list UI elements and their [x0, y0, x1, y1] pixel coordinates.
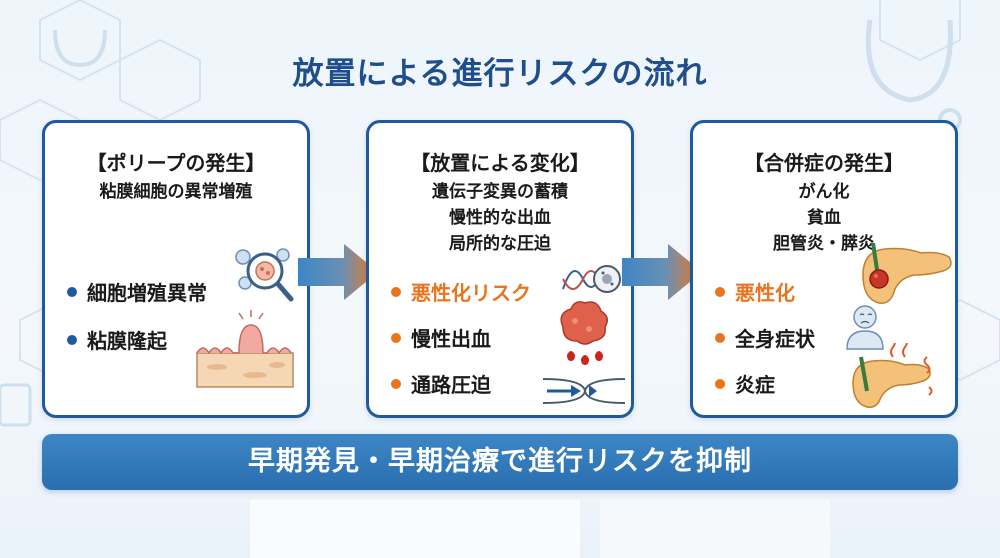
bleeding-tumor-icon	[560, 301, 608, 365]
dna-cell-icon	[562, 265, 621, 293]
bullet-item: 粘膜隆起	[67, 325, 167, 354]
card-title: 【合併症の発生】	[744, 151, 904, 175]
inflamed-pancreas-icon	[852, 343, 933, 409]
mucosa-bump-icon	[196, 310, 294, 388]
card-complications: 【合併症の発生】 がん化 貧血 胆管炎・膵炎 悪性化 全身症状 炎症	[690, 120, 958, 418]
bullet-label: 炎症	[735, 373, 775, 397]
subtitle-line: 局所的な圧迫	[449, 234, 551, 254]
card-subtitle: 遺伝子変異の蓄積 慢性的な出血 局所的な圧迫	[369, 179, 631, 257]
card-polyp-occurrence: 【ポリープの発生】 粘膜細胞の異常増殖 細胞増殖異常 粘膜隆起	[42, 120, 310, 418]
bullet-item: 細胞増殖異常	[67, 277, 207, 306]
bullet-dot	[67, 334, 77, 345]
bullet-item-highlight: 悪性化リスク	[391, 277, 531, 306]
card-title: 【ポリープの発生】	[86, 151, 266, 175]
bullet-item-highlight: 悪性化	[715, 277, 795, 306]
bullet-dot	[715, 378, 725, 389]
bullet-label: 慢性出血	[411, 327, 491, 351]
subtitle-line: 貧血	[807, 208, 841, 228]
subtitle-line: 慢性的な出血	[449, 208, 551, 228]
conclusion-banner: 早期発見・早期治療で進行リスクを抑制	[42, 434, 958, 490]
subtitle-line: 遺伝子変異の蓄積	[432, 182, 568, 202]
bullet-label: 粘膜隆起	[87, 329, 167, 353]
pancreas-tumor-icon	[862, 242, 952, 304]
bullet-label: 悪性化	[735, 281, 795, 305]
flow-arrow-icon	[298, 244, 378, 300]
flow-arrow-icon	[622, 244, 702, 300]
bullet-dot	[391, 286, 401, 297]
bullet-dot	[67, 286, 77, 297]
sick-person-icon	[846, 305, 884, 350]
bullet-label: 全身症状	[735, 327, 815, 351]
subtitle-line: 胆管炎・膵炎	[773, 234, 875, 254]
page-title: 放置による進行リスクの流れ	[292, 56, 708, 92]
card-change-by-neglect: 【放置による変化】 遺伝子変異の蓄積 慢性的な出血 局所的な圧迫 悪性化リスク …	[366, 120, 634, 418]
bullet-item: 慢性出血	[391, 323, 491, 352]
subtitle-line: 粘膜細胞の異常増殖	[99, 182, 253, 202]
card-subtitle: がん化 貧血 胆管炎・膵炎	[693, 179, 955, 257]
bullet-dot	[715, 286, 725, 297]
bullet-label: 通路圧迫	[411, 373, 491, 397]
card-subtitle: 粘膜細胞の異常増殖	[45, 179, 307, 205]
card-title: 【放置による変化】	[410, 151, 590, 175]
bullet-item: 通路圧迫	[391, 369, 491, 398]
bullet-dot	[715, 332, 725, 343]
bullet-dot	[391, 332, 401, 343]
narrowed-passage-icon	[542, 378, 626, 404]
bullet-item: 全身症状	[715, 323, 815, 352]
bullet-label: 細胞増殖異常	[87, 281, 207, 305]
bullet-dot	[391, 378, 401, 389]
magnifier-cells-icon	[235, 248, 294, 302]
subtitle-line: がん化	[798, 182, 850, 202]
bullet-item: 炎症	[715, 369, 775, 398]
bullet-label: 悪性化リスク	[411, 281, 531, 305]
